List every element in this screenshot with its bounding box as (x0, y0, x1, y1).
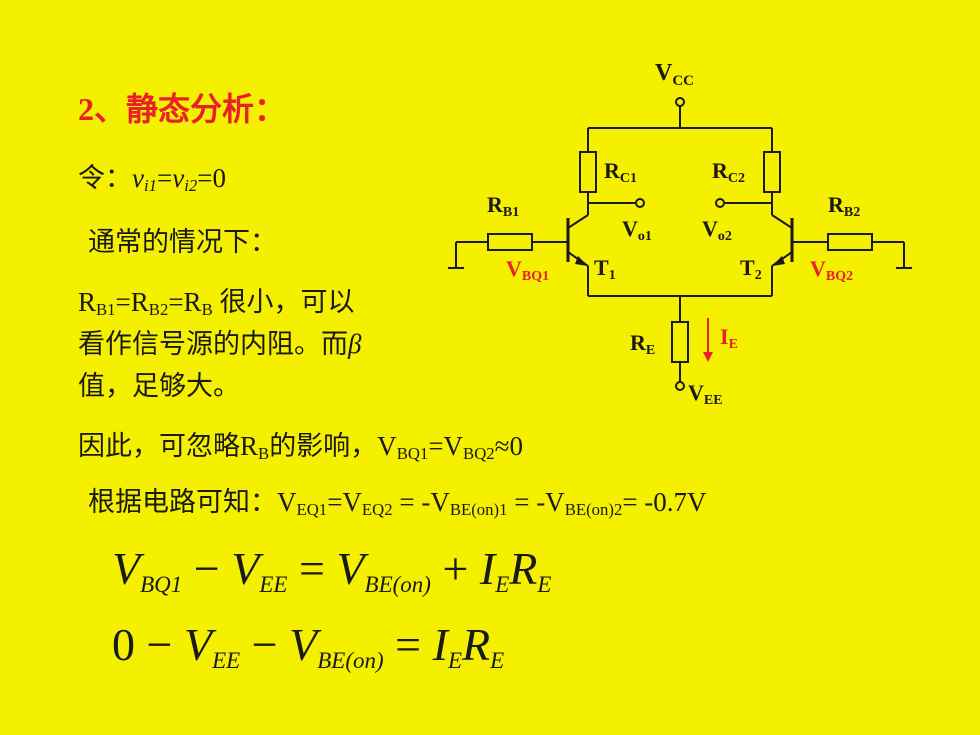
t: V (112, 543, 141, 594)
rc2-label: RC2 (712, 158, 745, 186)
vcc-terminal (675, 97, 685, 107)
rc1-resistor (579, 151, 597, 193)
op: − (240, 619, 290, 670)
t: V (289, 619, 318, 670)
beta-large-line: 值，足够大。 (78, 371, 240, 401)
t: V (183, 619, 213, 670)
t: 0 (112, 619, 135, 670)
usual-case-line: 通常的情况下： (88, 227, 277, 257)
t1-label: T1 (594, 255, 616, 283)
t: V (231, 543, 260, 594)
t: 很小，可以 (212, 287, 355, 317)
s: E (495, 572, 510, 598)
op: − (182, 543, 232, 594)
vbq2-label: VBQ2 (810, 256, 853, 284)
rb1-resistor (487, 233, 533, 251)
t: =R (115, 287, 149, 317)
t: V (336, 543, 365, 594)
vo1-label: Vo1 (622, 216, 652, 244)
s: B2 (148, 300, 169, 320)
re-label: RE (630, 330, 655, 358)
s: BE(on)1 (449, 500, 508, 520)
s: B1 (96, 300, 116, 320)
neglect-rb-line: 因此，可忽略RB的影响，VBQ1=VBQ2≈0 (78, 424, 523, 464)
t: R (509, 543, 538, 594)
v-sub: i1 (143, 176, 158, 196)
section-title: 2、静态分析： (78, 91, 287, 127)
re-resistor (671, 321, 689, 363)
beta-symbol: β (348, 329, 362, 359)
s: E (490, 648, 505, 674)
vee-label: VEE (688, 380, 723, 408)
t: R (78, 287, 97, 317)
t: 看作信号源的内阻。而 (78, 329, 348, 359)
t: =R (168, 287, 202, 317)
v-symbol: v (132, 163, 144, 193)
s: EQ1 (296, 500, 328, 520)
vbq1-label: VBQ1 (506, 256, 549, 284)
t: =V (428, 431, 464, 461)
t: ≈0 (494, 431, 523, 461)
t2-label: T2 (740, 255, 762, 283)
t: 因此，可忽略R (78, 431, 259, 461)
t: I (479, 543, 496, 594)
s: BE(on) (317, 648, 384, 674)
op: = (287, 543, 337, 594)
s: EE (259, 572, 288, 598)
equation-2: 0 − VEE − VBE(on) = IERE (112, 618, 504, 674)
t: 的影响，V (269, 431, 397, 461)
s: BQ1 (396, 444, 429, 464)
ie-arrow (703, 318, 713, 362)
rb1-label: RB1 (487, 192, 519, 220)
s: EE (212, 648, 241, 674)
t: I (432, 619, 448, 670)
t: = -V (392, 487, 450, 517)
t: 根据电路可知：V (88, 487, 297, 517)
op: + (430, 543, 480, 594)
s: B (258, 444, 270, 464)
s: BQ1 (140, 572, 183, 598)
vo1-terminal (635, 198, 645, 208)
condition-line: 令：vi1=vi2=0 (78, 156, 226, 196)
t: R (462, 619, 491, 670)
s: BE(on) (364, 572, 431, 598)
s: BQ2 (463, 444, 495, 464)
rb2-resistor (827, 233, 873, 251)
s: E (447, 648, 462, 674)
source-resistance-line: 看作信号源的内阻。而β (78, 322, 361, 361)
rb-line: RB1=RB2=RB 很小，可以 (78, 280, 355, 320)
vcc-label: VCC (655, 60, 694, 89)
t: =V (327, 487, 362, 517)
t2-emitter-arrow (772, 256, 785, 266)
eq: = (157, 163, 173, 193)
line1-prefix: 令： (78, 163, 132, 193)
rb2-label: RB2 (828, 192, 860, 220)
rc2-resistor (763, 151, 781, 193)
s: B (201, 300, 213, 320)
s: BE(on)2 (564, 500, 623, 520)
vo2-terminal (715, 198, 725, 208)
circuit-known-line: 根据电路可知：VEQ1=VEQ2 = -VBE(on)1 = -VBE(on)2… (88, 480, 707, 520)
rc1-label: RC1 (604, 158, 637, 186)
s: E (537, 572, 552, 598)
t: = -V (507, 487, 565, 517)
vee-terminal (675, 381, 685, 391)
v-symbol: v (172, 163, 185, 193)
eq: =0 (197, 163, 226, 193)
s: EQ2 (361, 500, 393, 520)
op: = (383, 619, 433, 670)
t: = -0.7V (622, 487, 707, 517)
equation-1: VBQ1 − VEE = VBE(on) + IERE (112, 542, 551, 598)
op: − (135, 619, 184, 670)
vo2-label: Vo2 (702, 216, 732, 244)
t1-emitter-arrow (575, 256, 588, 266)
v-sub: i2 (184, 176, 198, 196)
ie-label: IE (720, 324, 738, 352)
